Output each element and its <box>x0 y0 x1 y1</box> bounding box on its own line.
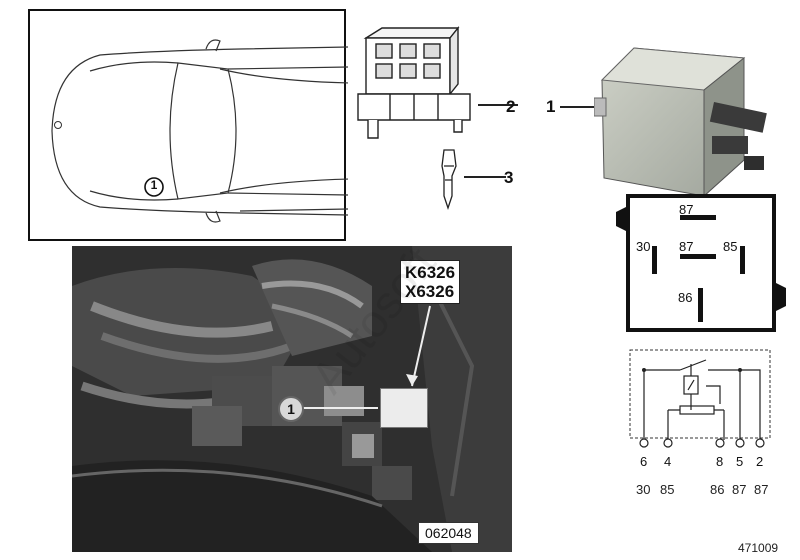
pin-label-86: 86 <box>678 290 693 305</box>
blade-85 <box>740 246 745 274</box>
engine-bay-photo: K6326 X6326 1 062048 <box>72 246 512 552</box>
relay-drawing <box>594 47 767 198</box>
blade-86 <box>698 288 703 322</box>
pin-label-85: 85 <box>723 239 738 254</box>
callout-2: 2 <box>506 97 516 116</box>
car-overview-panel: 1 <box>28 9 348 241</box>
callout-1: 1 <box>546 97 556 116</box>
photo-component-labels: K6326 X6326 <box>400 260 461 304</box>
label-k6326: K6326 <box>405 263 456 282</box>
car-outline-drawing <box>51 39 348 223</box>
blade-30 <box>652 246 657 274</box>
schematic-pin-8: 8 <box>716 454 724 469</box>
terminal-85: 85 <box>660 482 675 497</box>
relay-pinout-diagram <box>616 194 786 332</box>
pin-label-30: 30 <box>636 239 651 254</box>
pin-label-87-top: 87 <box>679 202 694 217</box>
terminal-30: 30 <box>636 482 651 497</box>
terminal-pin-drawing <box>441 149 457 211</box>
pin-label-87-center: 87 <box>679 239 694 254</box>
terminal-86: 86 <box>710 482 725 497</box>
schematic-terminals-row: 30 85 86 87 87 <box>622 482 792 498</box>
terminal-87-a: 87 <box>732 482 747 497</box>
leader-line-3 <box>464 176 506 178</box>
leader-line-1 <box>560 106 600 108</box>
terminal-87-b: 87 <box>754 482 769 497</box>
emblem-circle <box>54 121 62 129</box>
schematic-pin-6: 6 <box>640 454 648 469</box>
leader-line-2 <box>478 104 518 106</box>
connector-housing-drawing <box>357 26 471 139</box>
location-marker-circle <box>144 177 164 197</box>
photo-code: 062048 <box>418 522 479 544</box>
blade-87-center <box>680 254 716 259</box>
photo-marker-label: 1 <box>287 401 295 417</box>
overview-marker-label: 1 <box>150 178 158 192</box>
schematic-pin-2: 2 <box>756 454 764 469</box>
photo-leader-lines <box>296 305 431 409</box>
callout-3: 3 <box>504 168 514 187</box>
schematic-pin-5: 5 <box>736 454 744 469</box>
schematic-pin-numbers-row: 6 4 8 5 2 <box>622 454 782 470</box>
photo-marker-1: 1 <box>278 396 304 422</box>
photo-relay-highlight <box>380 388 428 428</box>
label-x6326: X6326 <box>405 282 455 301</box>
blade-87-top <box>680 215 716 220</box>
schematic-pin-4: 4 <box>664 454 672 469</box>
diagram-reference-number: 471009 <box>738 541 779 555</box>
relay-circuit-schematic <box>629 349 771 448</box>
